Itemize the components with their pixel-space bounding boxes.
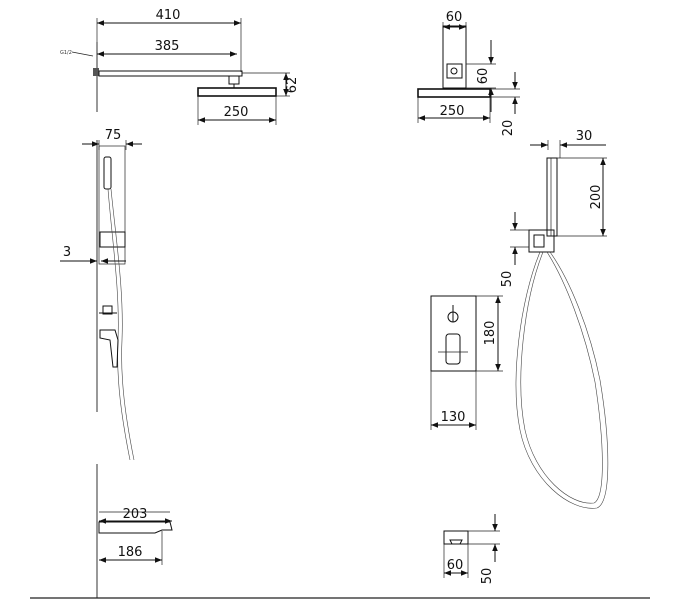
dim-spout-height-label: 50 [480,568,495,585]
dim-valve-height-label: 180 [483,321,498,346]
dim-panel-depth-label: 75 [105,128,122,143]
rail-panel [98,145,126,265]
bath-spout [98,521,173,534]
shower-arm-view: 410 385 G1/2 62 250 [60,8,300,125]
hand-shower [103,156,112,190]
shower-head-side [417,88,491,98]
spout-front-view: 60 50 [443,514,500,585]
hose-loop [515,251,609,509]
arm-mount-block [442,25,467,89]
spout-front [443,530,469,545]
diverter-knob [102,305,113,315]
dim-head-front-label: 250 [224,105,249,120]
holder-rail [546,157,558,237]
dim-spout-width-label: 60 [447,558,464,573]
dim-side-offset-label: 20 [501,120,516,137]
valve-plate-view: 180 130 [430,295,503,430]
shower-head-side-view: 60 60 250 20 [417,10,520,137]
dim-spout-reach-label: 186 [118,545,143,560]
dim-wall-gap-label: 3 [63,245,71,260]
dim-holder-gap-label: 50 [500,271,515,288]
dim-holder-height-label: 200 [589,185,604,210]
system-side-view: 75 3 203 186 [60,128,173,598]
holder-bracket [99,231,126,248]
dim-arm-length-label: 385 [155,39,180,54]
dim-head-side-label: 250 [440,104,465,119]
thread-note: G1/2 [60,50,72,56]
swivel-joint [446,63,463,79]
shower-arm [98,70,243,77]
mixer-handle-front [445,333,461,365]
dim-valve-width-label: 130 [441,410,466,425]
dim-arm-total-label: 410 [156,8,181,23]
holder-front-view: 30 200 50 [500,129,609,509]
mixer-handle [99,329,119,368]
dim-base-height-label: 60 [476,68,491,85]
dim-spout-length-label: 203 [123,507,148,522]
dim-arm-drop-label: 62 [285,77,300,94]
dim-holder-width-label: 30 [576,129,593,144]
shower-head-front [197,87,277,97]
wall-flange [93,68,99,76]
hose-outlet-bracket [528,229,555,253]
valve-plate [430,295,477,372]
dim-base-width-label: 60 [446,10,463,25]
